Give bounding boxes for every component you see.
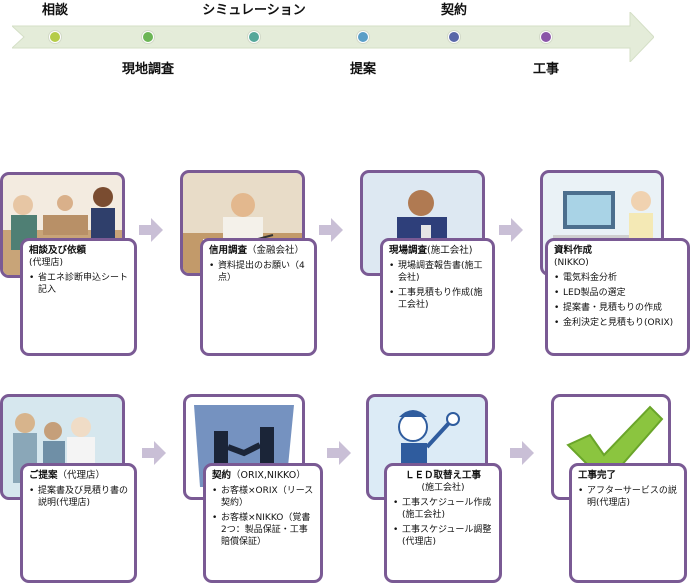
step-2-title-note: （金融会社） [247, 245, 305, 256]
stage-label-survey: 現地調査 [121, 62, 175, 77]
flow-arrow-icon [510, 441, 534, 465]
step-7-title: ＬＥＤ取替え工事 [404, 470, 481, 481]
step-1-bullet-1: 省エネ診断申込シート記入 [29, 272, 128, 296]
step-1-title: 相談及び依頼 [29, 245, 87, 256]
timeline-dot-4 [357, 31, 369, 43]
step-4-bullet-1: 電気料金分析 [554, 272, 681, 284]
stage-label-consultation: 相談 [41, 3, 69, 18]
step-card-3: 現場調査(施工会社) 現場調査報告書(施工会社) 工事見積もり作成(施工会社) [380, 238, 495, 356]
step-6-bullet-2: お客様×NIKKO（覚書2つ：製品保証・工事賠償保証） [212, 512, 314, 548]
flow-arrow-icon [499, 218, 523, 242]
step-5-title: ご提案 [29, 470, 58, 481]
step-5-bullet-1: 提案書及び見積り書の説明(代理店) [29, 485, 128, 509]
step-2-title: 信用調査 [209, 245, 248, 256]
step-card-6: 契約（ORIX,NIKKO） お客様×ORIX（リース契約） お客様×NIKKO… [203, 463, 323, 583]
step-6-bullet-1: お客様×ORIX（リース契約） [212, 485, 314, 509]
stage-label-contract: 契約 [440, 3, 468, 18]
step-7-subtitle: (施工会社) [421, 483, 465, 493]
timeline-dot-2 [142, 31, 154, 43]
step-4-bullet-2: LED製品の選定 [554, 287, 681, 299]
step-card-7: ＬＥＤ取替え工事 (施工会社) 工事スケジュール作成(施工会社) 工事スケジュー… [384, 463, 502, 583]
step-card-4: 資料作成 (NIKKO) 電気料金分析 LED製品の選定 提案書・見積もりの作成… [545, 238, 690, 356]
step-8-title: 工事完了 [578, 470, 617, 481]
timeline-dot-6 [540, 31, 552, 43]
timeline-dot-1 [49, 31, 61, 43]
step-3-title: 現場調査 [389, 245, 428, 256]
step-8-bullet-1: アフターサービスの説明(代理店) [578, 485, 678, 509]
timeline-dot-5 [448, 31, 460, 43]
stage-label-proposal: 提案 [349, 62, 377, 77]
stage-label-construction: 工事 [532, 62, 560, 77]
step-7-bullet-1: 工事スケジュール作成(施工会社) [393, 497, 493, 521]
step-card-5: ご提案（代理店） 提案書及び見積り書の説明(代理店) [20, 463, 137, 583]
step-card-8: 工事完了 アフターサービスの説明(代理店) [569, 463, 687, 583]
step-6-title-note: （ORIX,NIKKO） [231, 470, 306, 481]
step-4-subtitle: (NIKKO) [554, 258, 589, 268]
step-4-title: 資料作成 [554, 245, 593, 256]
step-1-subtitle: (代理店) [29, 258, 64, 268]
step-6-title: 契約 [212, 470, 232, 481]
flow-arrow-icon [327, 441, 351, 465]
flow-arrow-icon [142, 441, 166, 465]
step-card-2: 信用調査（金融会社） 資料提出のお願い（4点） [200, 238, 317, 356]
step-4-bullet-3: 提案書・見積もりの作成 [554, 302, 681, 314]
timeline-dot-3 [248, 31, 260, 43]
stage-label-simulation: シミュレーション [202, 3, 306, 18]
step-5-title-note: （代理店） [57, 470, 106, 481]
flow-arrow-icon [319, 218, 343, 242]
step-2-bullet-1: 資料提出のお願い（4点） [209, 260, 308, 284]
flow-arrow-icon [139, 218, 163, 242]
step-3-title-note: (施工会社) [427, 245, 473, 256]
step-3-bullet-2: 工事見積もり作成(施工会社) [389, 287, 486, 311]
step-7-bullet-2: 工事スケジュール調整(代理店) [393, 524, 493, 548]
step-3-bullet-1: 現場調査報告書(施工会社) [389, 260, 486, 284]
step-card-1: 相談及び依頼 (代理店) 省エネ診断申込シート記入 [20, 238, 137, 356]
step-4-bullet-4: 金利決定と見積もり(ORIX) [554, 317, 681, 329]
timeline-arrow [12, 12, 654, 62]
